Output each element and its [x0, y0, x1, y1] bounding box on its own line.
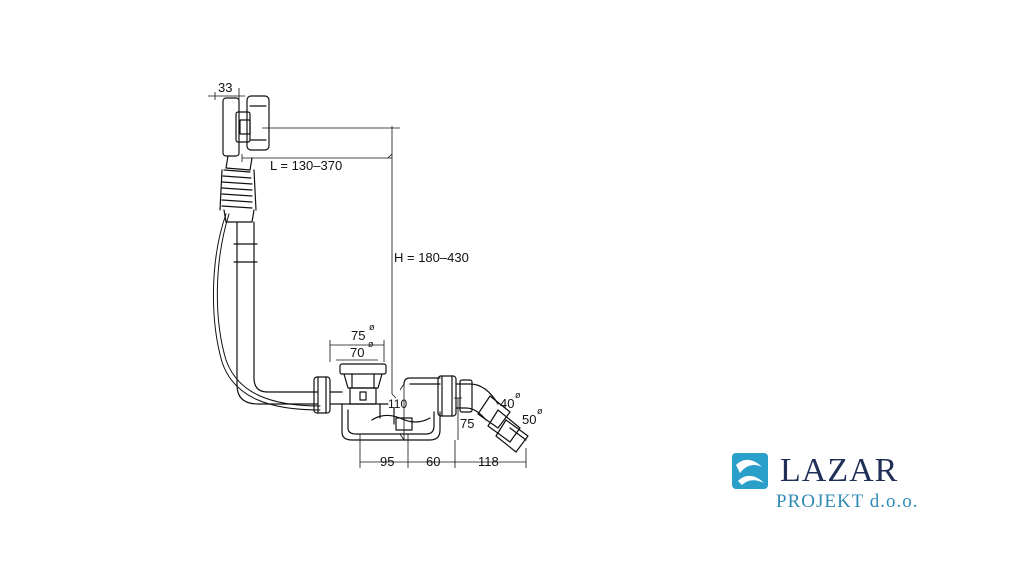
- overflow-head: [222, 95, 270, 157]
- company-logo: LAZAR PROJEKT d.o.o.: [732, 453, 952, 523]
- dimension-labels: 33 L = 130–370 H = 180–430 75 ø 70 ø 110…: [218, 80, 543, 469]
- dim-outer-diameter: 75: [351, 328, 365, 343]
- diameter-symbol-1: ø: [369, 322, 375, 332]
- dim-height: H = 180–430: [394, 250, 469, 265]
- flexible-connector: [219, 155, 257, 223]
- dim-outlet-height: 75: [460, 416, 474, 431]
- dim-length: L = 130–370: [270, 158, 342, 173]
- dim-offset-3: 118: [478, 454, 499, 469]
- dim-offset-2: 60: [426, 454, 440, 469]
- dim-trap-height: 110: [388, 397, 407, 411]
- dim-offset-1: 95: [380, 454, 394, 469]
- overflow-pipe: [233, 221, 319, 405]
- dim-width-top: 33: [218, 80, 232, 95]
- dim-outlet-diameter-small: 40: [500, 396, 514, 411]
- diameter-symbol-2: ø: [368, 339, 374, 349]
- dim-outlet-diameter-large: 50: [522, 412, 536, 427]
- outlet-elbow: [437, 375, 529, 453]
- diameter-symbol-4: ø: [537, 406, 543, 416]
- diameter-symbol-3: ø: [515, 390, 521, 400]
- brand-subtitle: PROJEKT d.o.o.: [776, 491, 919, 512]
- drain-plug: [339, 363, 387, 405]
- dimension-lines: [208, 88, 527, 468]
- bowden-cable: [212, 213, 321, 411]
- brand-name: LAZAR: [780, 452, 899, 489]
- wave-icon: [732, 453, 768, 489]
- dim-inner-diameter: 70: [350, 345, 364, 360]
- pipe-nut: [313, 376, 343, 414]
